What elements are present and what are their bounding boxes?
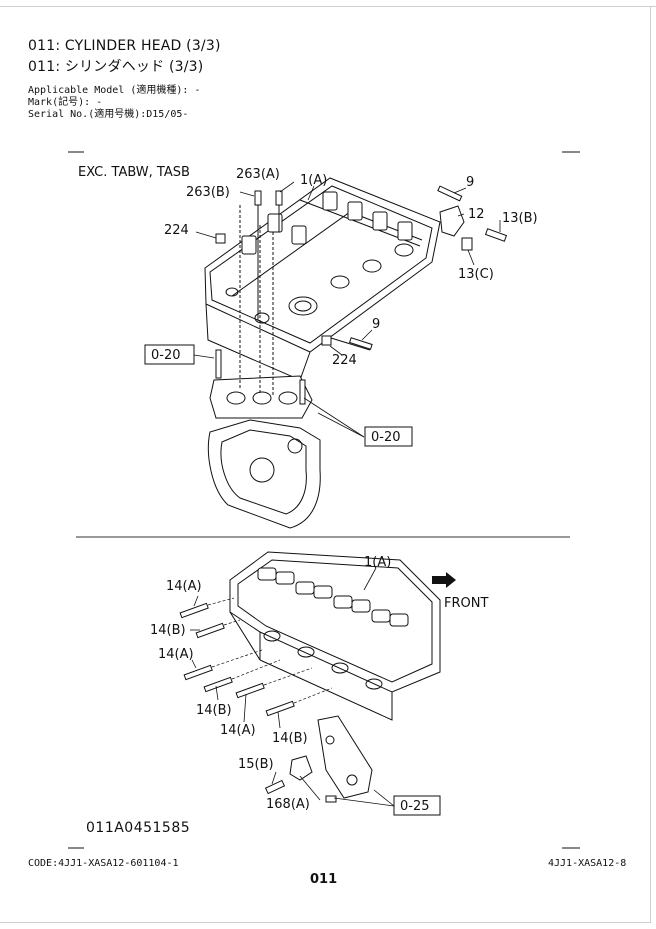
ref-box-0-20-left xyxy=(144,344,195,365)
bolt-263b xyxy=(254,190,262,206)
page-frame-bottom xyxy=(0,922,650,923)
cylinder-block-partial xyxy=(207,419,321,529)
bolt-0-25 xyxy=(325,795,337,803)
callout-263b: 263(B) xyxy=(186,185,230,200)
page-frame-top xyxy=(0,6,656,7)
stud-14b-2 xyxy=(203,676,233,693)
ref-label-0-25[interactable]: 0-25 xyxy=(400,799,430,814)
page-title-en: 011: CYLINDER HEAD (3/3) xyxy=(28,38,221,54)
front-label: FRONT xyxy=(444,596,488,611)
bolt-9-mid xyxy=(348,337,373,350)
nut-224-mid xyxy=(321,335,332,346)
ref-box-0-25 xyxy=(393,795,441,816)
ref-label-0-20-right[interactable]: 0-20 xyxy=(371,430,401,445)
studs-lower xyxy=(179,602,295,717)
bolt-13b xyxy=(484,228,508,242)
callout-168a: 168(A) xyxy=(266,797,310,812)
callout-14b-1: 14(B) xyxy=(150,623,186,638)
callout-224-left: 224 xyxy=(164,223,189,238)
bolt-15b xyxy=(264,779,286,795)
nut-224-left xyxy=(215,233,226,244)
stud-14b-1 xyxy=(195,622,225,639)
bolt-9-top xyxy=(437,185,463,202)
stud-14a-3 xyxy=(235,682,265,699)
callout-13c: 13(C) xyxy=(458,267,494,282)
stud-0-20-right xyxy=(299,379,306,405)
callout-12: 12 xyxy=(468,207,485,222)
page-frame-right xyxy=(650,6,651,923)
callout-14a-1: 14(A) xyxy=(166,579,202,594)
bolt-263a xyxy=(275,190,283,206)
page-title-jp: 011: シリンダヘッド (3/3) xyxy=(28,59,204,75)
front-arrow-icon xyxy=(432,572,456,588)
callout-14a-2: 14(A) xyxy=(158,647,194,662)
bolt-13c xyxy=(461,237,473,251)
stud-guide-lines xyxy=(207,597,333,704)
callout-13b: 13(B) xyxy=(502,211,538,226)
upper-leader-lines xyxy=(193,181,501,438)
callout-15b: 15(B) xyxy=(238,757,274,772)
head-gasket xyxy=(209,375,313,419)
illustration-code: 011A0451585 xyxy=(86,820,191,836)
serial-number: Serial No.(適用号機):D15/05- xyxy=(28,109,189,120)
cylinder-head-upper-drawing xyxy=(204,177,441,381)
callout-14b-2: 14(B) xyxy=(196,703,232,718)
page-number: 011 xyxy=(310,872,338,887)
bracket-lower xyxy=(264,715,373,803)
applicable-model: Applicable Model (適用機種): - xyxy=(28,85,201,96)
callout-9-top: 9 xyxy=(466,175,474,190)
stud-14a-1 xyxy=(179,602,209,619)
callout-1a-top: 1(A) xyxy=(300,173,327,188)
stud-14b-3 xyxy=(265,700,295,717)
bracket-12 xyxy=(439,205,465,237)
footer-code-left: CODE:4JJ1-XASA12-601104-1 xyxy=(28,858,179,869)
callout-1a-bottom: 1(A) xyxy=(364,555,391,570)
cylinder-head-lower-drawing xyxy=(229,551,441,721)
plate-168a xyxy=(289,755,313,781)
callout-263a: 263(A) xyxy=(236,167,280,182)
callout-9-mid: 9 xyxy=(372,317,380,332)
variant-note: EXC. TABW, TASB xyxy=(78,165,190,180)
lower-leader-lines xyxy=(190,567,395,807)
callout-14a-3: 14(A) xyxy=(220,723,256,738)
head-bolts-upper xyxy=(215,185,508,405)
stud-14a-2 xyxy=(183,664,213,681)
mark-field: Mark(記号): - xyxy=(28,97,103,108)
footer-code-right: 4JJ1-XASA12-8 xyxy=(548,858,627,869)
ref-label-0-20-left[interactable]: 0-20 xyxy=(151,348,181,363)
ref-box-0-20-right xyxy=(364,426,413,447)
callout-224-mid: 224 xyxy=(332,353,357,368)
callout-14b-3: 14(B) xyxy=(272,731,308,746)
stud-0-20-left xyxy=(215,349,222,379)
